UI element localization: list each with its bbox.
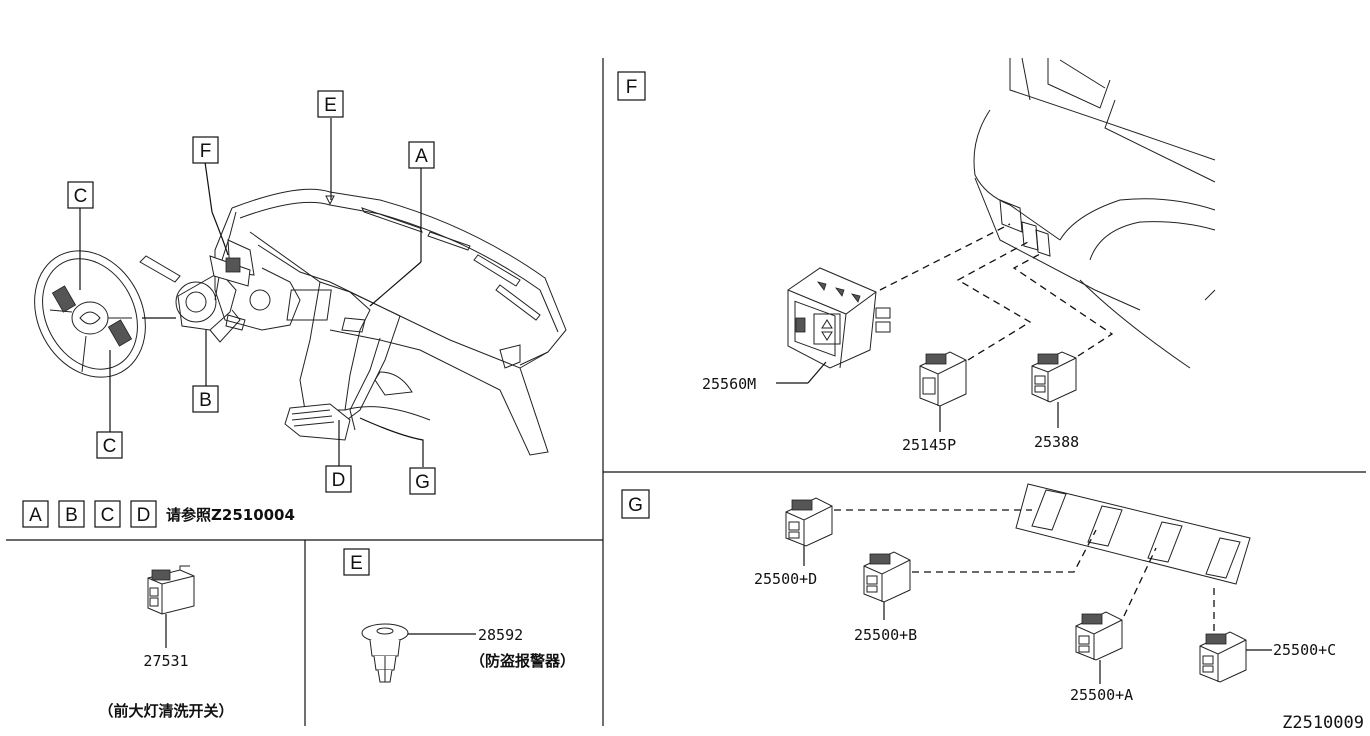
part-desc-headlamp-washer: （前大灯清洗开关） <box>98 702 233 720</box>
part-desc-alarm: （防盗报警器） <box>470 652 575 670</box>
section-g: G 25500+D 25500+B <box>621 483 1336 704</box>
steering-wheel-illustration <box>34 250 176 378</box>
svg-text:E: E <box>324 95 337 116</box>
callout-b: B <box>192 385 219 413</box>
switch-25500-d-illustration <box>785 497 833 547</box>
door-panel-illustration <box>973 57 1216 369</box>
svg-text:F: F <box>200 141 212 162</box>
switch-25388-illustration <box>1031 351 1077 403</box>
svg-text:F: F <box>626 77 638 98</box>
svg-text:C: C <box>74 186 88 207</box>
callout-e: E <box>317 90 344 118</box>
svg-text:C: C <box>101 505 115 526</box>
part-number-27531: 27531 <box>143 652 188 670</box>
dashboard-illustration <box>214 188 567 456</box>
reference-note: A B C D 请参照Z2510004 <box>22 500 295 528</box>
svg-text:E: E <box>350 553 363 574</box>
svg-text:D: D <box>332 470 346 491</box>
clip-28592-illustration <box>361 623 409 683</box>
callout-f: F <box>192 136 219 164</box>
section-e: E 28592 （防盗报警器） <box>343 548 575 683</box>
part-number-25500-a: 25500+A <box>1070 686 1133 704</box>
switch-panel-illustration <box>1015 483 1251 585</box>
switch-25145p-illustration <box>919 351 967 407</box>
part-number-25500-c: 25500+C <box>1273 641 1336 659</box>
svg-text:A: A <box>29 505 42 526</box>
part-number-25500-b: 25500+B <box>854 626 917 644</box>
callout-c-lower: C <box>96 431 123 459</box>
combination-switch-illustration <box>139 255 251 343</box>
switch-25560m-illustration <box>787 267 891 369</box>
switch-25500-b-illustration <box>863 551 911 603</box>
svg-text:D: D <box>137 505 151 526</box>
svg-text:B: B <box>65 505 78 526</box>
svg-text:B: B <box>199 390 212 411</box>
section-f: F <box>617 57 1216 454</box>
switch-25500-a-illustration <box>1075 611 1123 661</box>
svg-text:C: C <box>103 436 117 457</box>
switch-27531-illustration <box>147 565 195 615</box>
part-number-25388: 25388 <box>1034 433 1079 451</box>
part-number-25145p: 25145P <box>902 436 956 454</box>
callout-c-upper: C <box>67 181 94 209</box>
callout-a: A <box>408 141 435 169</box>
part-number-25500-d: 25500+D <box>754 570 817 588</box>
section-headlamp-washer: 27531 （前大灯清洗开关） <box>98 565 234 720</box>
diagram-id: Z2510009 <box>1282 713 1364 733</box>
svg-text:A: A <box>415 146 428 167</box>
svg-text:G: G <box>628 495 643 516</box>
callout-g: G <box>409 467 436 495</box>
reference-note-text: 请参照Z2510004 <box>166 506 295 524</box>
svg-text:G: G <box>415 472 430 493</box>
switch-25500-c-illustration <box>1199 631 1247 683</box>
part-number-28592: 28592 <box>478 626 523 644</box>
callout-d: D <box>325 465 352 493</box>
part-number-25560m: 25560M <box>702 375 756 393</box>
